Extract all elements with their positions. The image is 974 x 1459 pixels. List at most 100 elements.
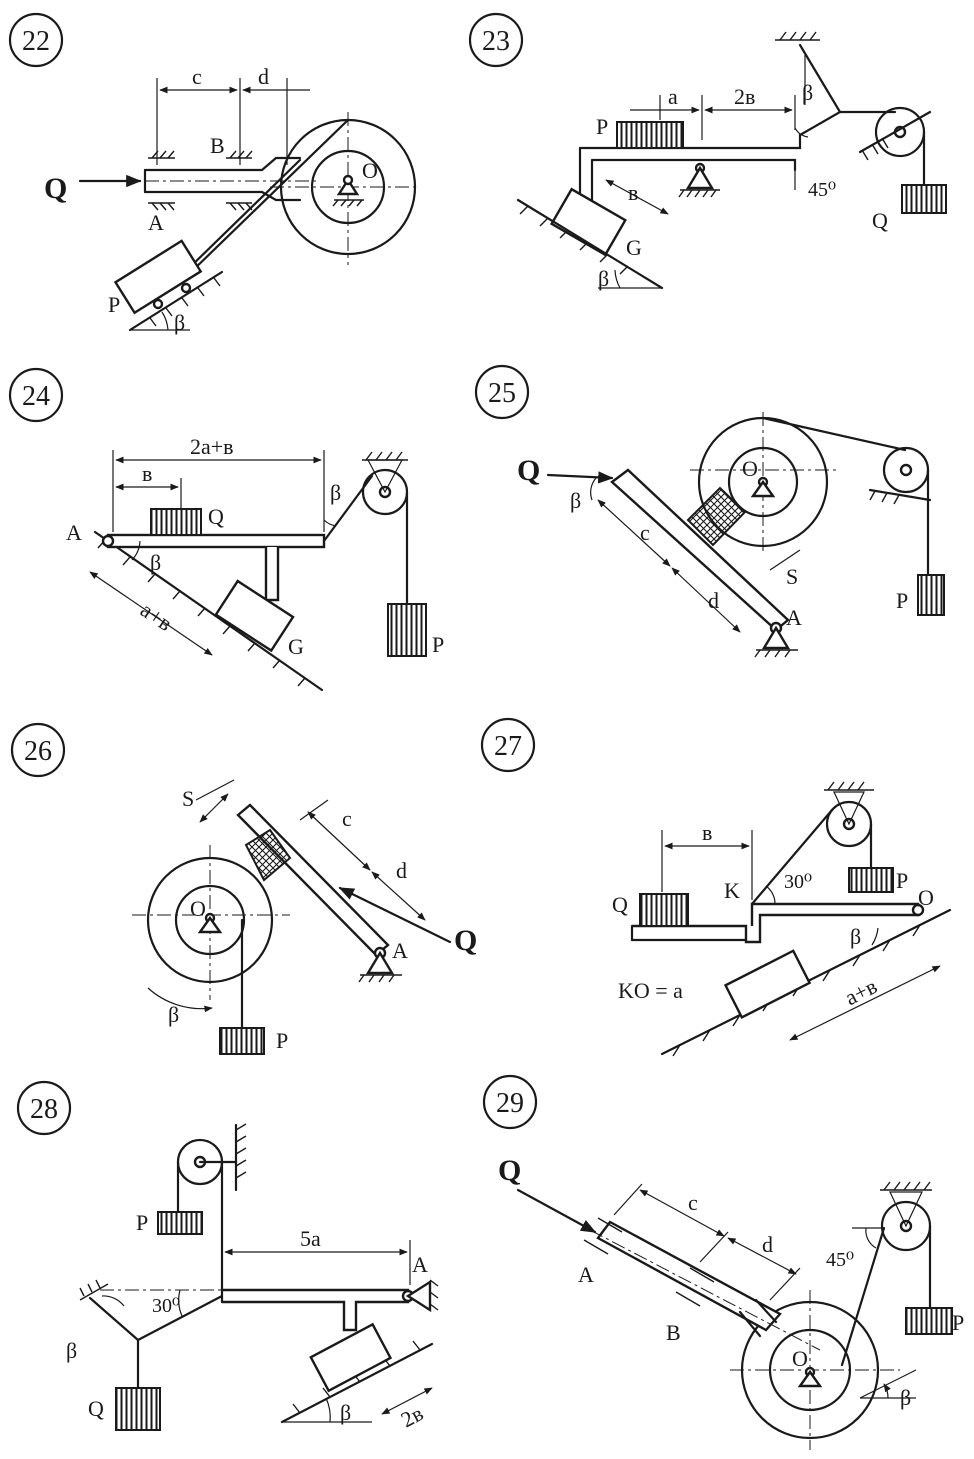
label-o: O: [190, 896, 206, 921]
label-b: B: [666, 1320, 681, 1345]
label-beta: β: [802, 80, 813, 105]
weight-p: [848, 867, 894, 893]
force-q-arrow: [516, 1188, 597, 1234]
label-beta: β: [570, 488, 581, 513]
label-k: K: [724, 878, 740, 903]
rope: [840, 1226, 886, 1367]
dim-c: c: [688, 1190, 698, 1215]
incline: [280, 1342, 434, 1424]
label-o: O: [918, 885, 934, 910]
block: [723, 949, 812, 1020]
dim-b: в: [702, 820, 712, 845]
rope: [761, 416, 907, 452]
dim-c: c: [192, 64, 202, 89]
block-p: [113, 239, 203, 315]
problem-number: 28: [30, 1094, 58, 1125]
problem-number-circle: [480, 717, 536, 773]
label-beta-2: β: [598, 266, 609, 291]
lever: [578, 133, 802, 214]
dim-c: c: [342, 806, 352, 831]
weight-p: [387, 603, 427, 657]
label-o: O: [362, 158, 378, 183]
label-s: S: [182, 786, 194, 811]
problem-number: 25: [488, 378, 516, 409]
problem-number-circle: [8, 367, 64, 423]
label-b: B: [210, 133, 225, 158]
problem-number-circle: [16, 1080, 72, 1136]
force-q-arrow: [546, 471, 614, 484]
label-beta: β: [900, 1385, 911, 1410]
label-a: A: [578, 1262, 594, 1287]
label-p: P: [136, 1210, 148, 1235]
label-30: 30⁰: [784, 871, 812, 893]
label-p: P: [896, 868, 908, 893]
weight-q: [639, 893, 689, 927]
label-45: 45⁰: [808, 179, 836, 201]
rope: [183, 158, 302, 274]
label-o: O: [742, 456, 758, 481]
dim-slope: а+в: [136, 597, 177, 636]
weight-p: [157, 1211, 203, 1235]
brake-lever: [236, 803, 390, 957]
problem-27: 27 O Q 30⁰ K P в β а+в: [480, 717, 952, 1057]
label-o: O: [792, 1346, 808, 1371]
label-beta: β: [168, 1002, 179, 1027]
rod: [143, 156, 302, 202]
incline: [516, 198, 664, 290]
label-45: 45⁰: [826, 1249, 854, 1271]
problem-number: 24: [22, 381, 50, 412]
label-p: P: [108, 292, 120, 317]
dim-5a: 5a: [300, 1226, 321, 1251]
problem-number-circle: [8, 12, 64, 68]
block: [309, 1322, 393, 1393]
label-q: Q: [517, 454, 540, 487]
problem-28: 28 P A 5a 30⁰ β Q: [16, 1080, 439, 1432]
dim-slope: а+в: [841, 973, 881, 1010]
label-q: Q: [44, 172, 67, 205]
dim-b: в: [628, 180, 638, 205]
label-p: P: [276, 1028, 288, 1053]
weight-p: [219, 1027, 265, 1055]
label-a: A: [148, 210, 164, 235]
weight-q: [901, 184, 947, 214]
problem-number: 22: [22, 26, 50, 57]
label-p: P: [432, 632, 444, 657]
label-a: A: [786, 605, 802, 630]
dim-2b: 2в: [397, 1400, 428, 1432]
problem-29: 29 O A B Q c d 45⁰: [482, 1074, 964, 1450]
brake-shoe: [244, 828, 292, 882]
label-q: Q: [88, 1396, 104, 1421]
label-s: S: [786, 564, 798, 589]
problem-number-circle: [482, 1074, 538, 1130]
label-p: P: [896, 588, 908, 613]
label-beta: β: [66, 1338, 77, 1363]
weight-p: [616, 121, 684, 149]
label-a: A: [412, 1252, 428, 1277]
brake-shoe: [686, 486, 747, 547]
weight-p: [917, 574, 945, 616]
label-beta: β: [174, 310, 185, 335]
problem-number-circle: [474, 364, 530, 420]
force-q-arrow: [338, 886, 452, 944]
label-beta-2: β: [150, 550, 161, 575]
problem-number: 26: [24, 736, 52, 767]
label-q: Q: [208, 504, 224, 529]
problem-24: 24 Q G A β 2а+в в а+в β: [8, 367, 444, 692]
label-beta: β: [850, 924, 861, 949]
incline: [128, 270, 224, 332]
problem-number: 27: [494, 731, 522, 762]
weight-p: [905, 1307, 953, 1335]
hinge-support: [336, 177, 360, 196]
dim-d: d: [762, 1232, 773, 1257]
label-q: Q: [498, 1154, 521, 1187]
problem-25: 25 O A Q β c d S P: [474, 364, 945, 658]
dim-top: 2а+в: [190, 434, 234, 459]
label-q: Q: [454, 924, 477, 957]
weight-q: [115, 1387, 161, 1431]
label-beta: β: [330, 480, 341, 505]
label-q: Q: [612, 892, 628, 917]
label-a: A: [392, 938, 408, 963]
label-beta-2: β: [340, 1400, 351, 1425]
dim-c: c: [640, 520, 650, 545]
